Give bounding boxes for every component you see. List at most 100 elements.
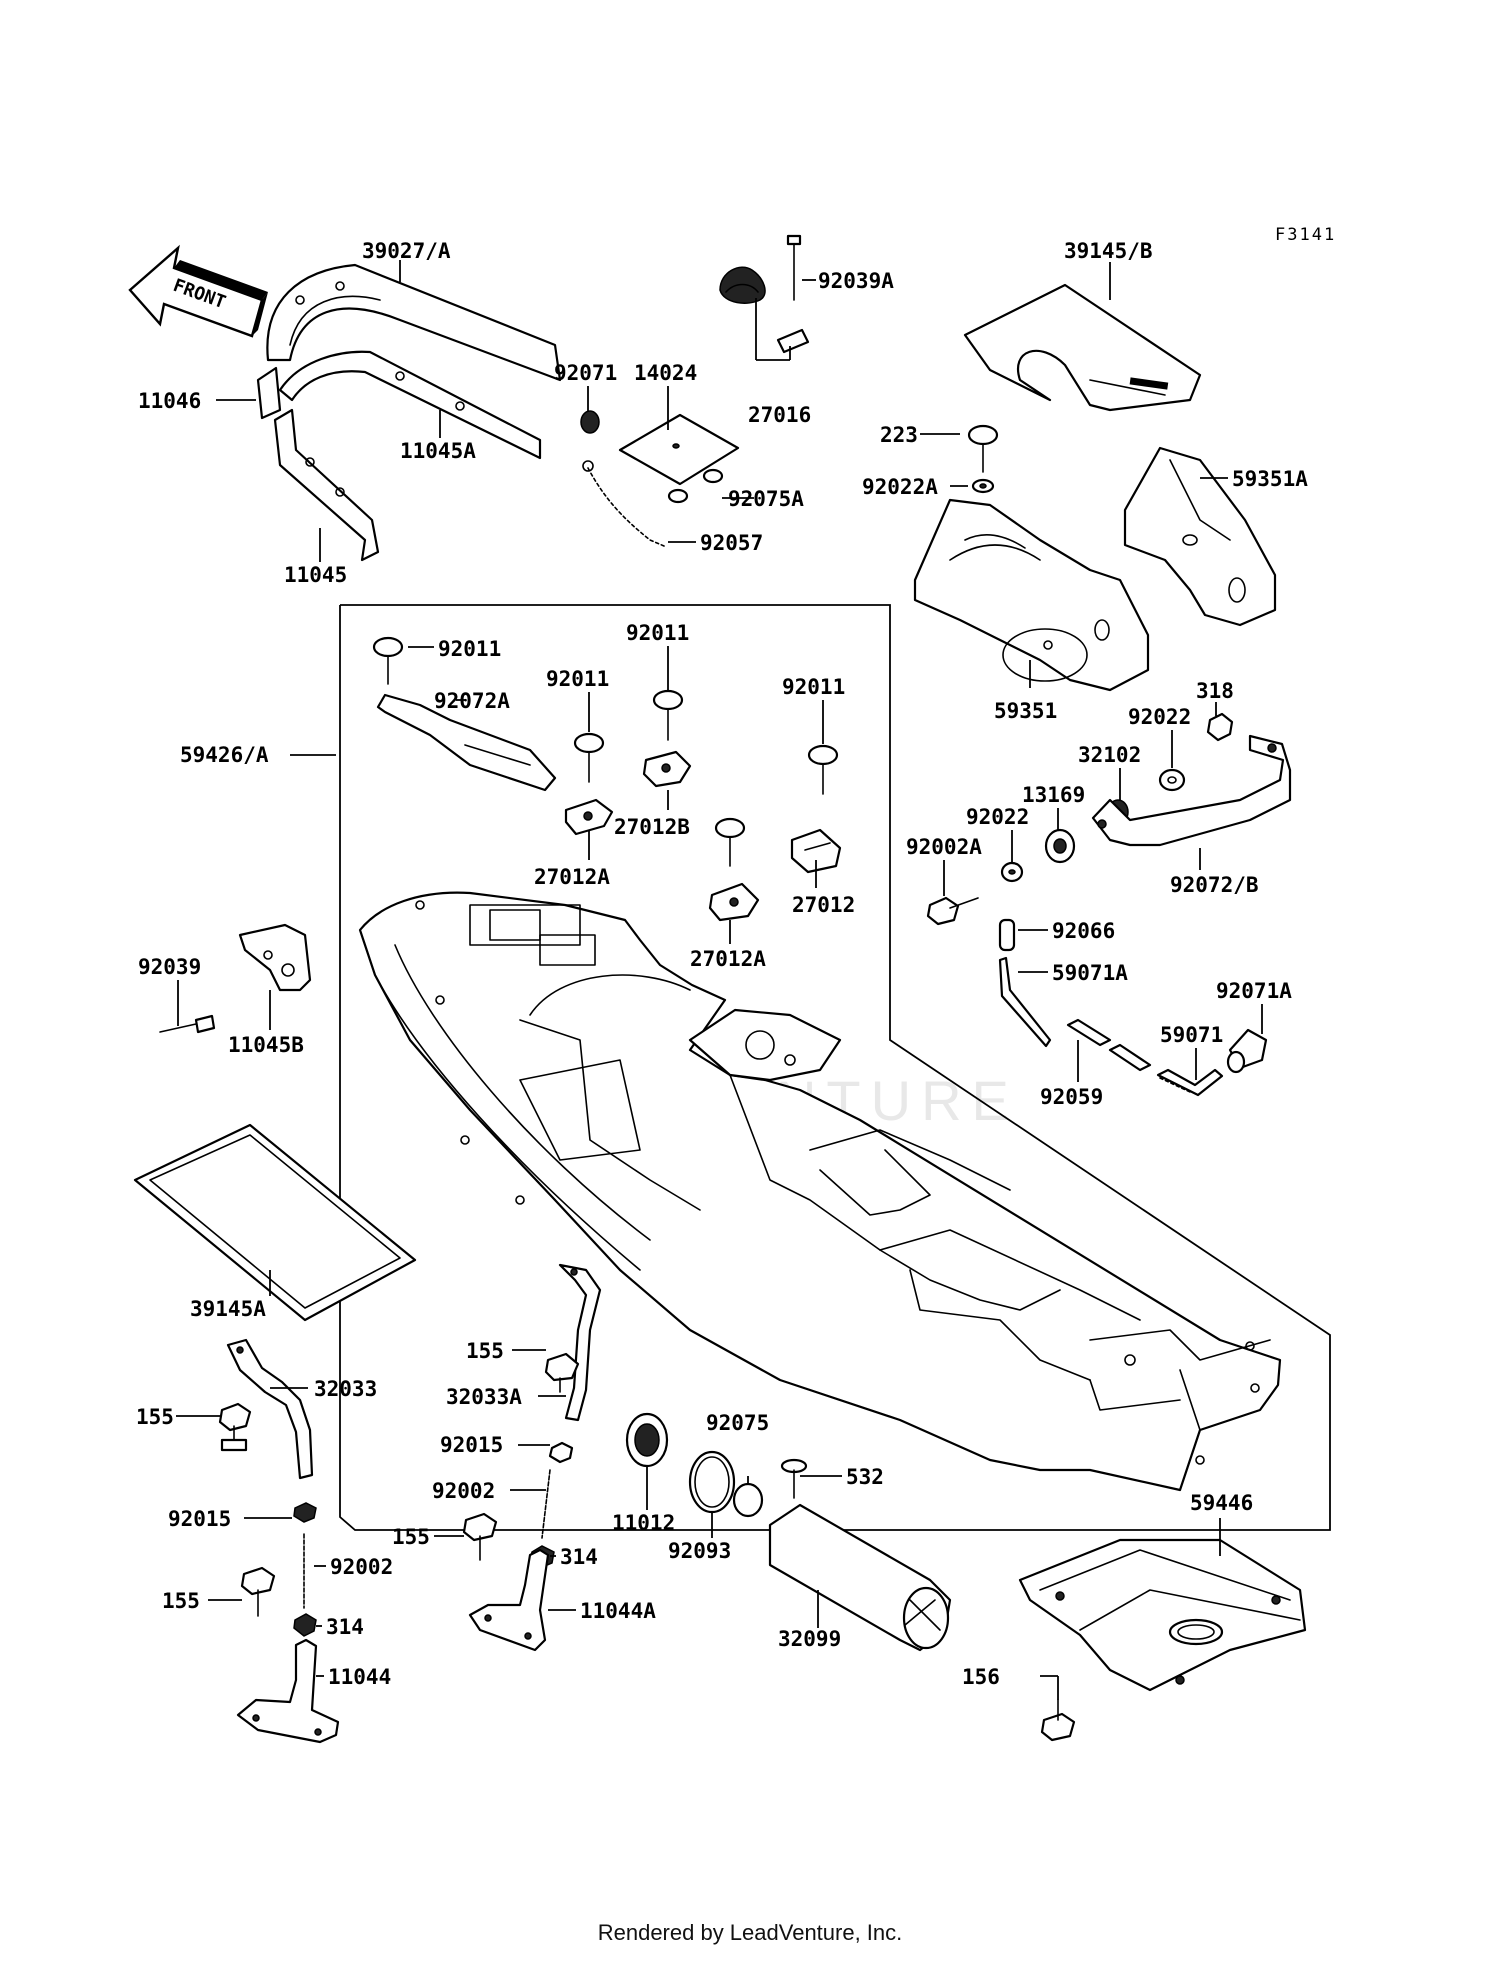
gasket-39145A [133,1123,417,1322]
label-32099: 32099 [778,1627,841,1651]
label-92071A: 92071A [1216,979,1292,1003]
assembly-outline-59426A [339,604,1331,1531]
washer-92022-2 [1000,861,1024,883]
front-arrow-icon: FRONT [128,244,268,338]
label-11045B: 11045B [228,1033,304,1057]
label-92002A: 92002A [906,835,982,859]
footer-credit: Rendered by LeadVenture, Inc. [597,1920,903,1945]
washer-92022-1 [1158,768,1186,792]
nut-314-2 [293,1613,317,1637]
bolt-92002A [926,896,979,926]
label-92039: 92039 [138,955,201,979]
rivet-532 [780,1458,808,1499]
label-92011-1: 92011 [438,637,501,661]
label-11012: 11012 [612,1511,675,1535]
label-155-4: 155 [162,1589,200,1613]
label-27012A-1: 27012A [534,865,610,889]
label-92015-1: 92015 [440,1433,503,1457]
label-155-3: 155 [392,1525,430,1549]
label-92072B: 92072/B [1170,873,1259,897]
leader-lines [176,260,1263,1700]
label-318: 318 [1196,679,1234,703]
label-59351A: 59351A [1232,467,1308,491]
fitting-92071A [1226,1028,1268,1074]
seat-rail-11045A [278,350,542,460]
cap-27016 [719,266,810,361]
label-92093: 92093 [668,1539,731,1563]
pin-92039 [159,1014,216,1034]
cap-92075 [732,1482,764,1518]
bolt-156 [1040,1699,1076,1742]
strap-92072B [1091,734,1292,847]
bolt-92011-1 [372,636,404,685]
label-14024: 14024 [634,361,697,385]
bracket-11044A [468,1548,550,1652]
bracket-11045B [238,923,312,992]
bracket-11044 [236,1638,340,1744]
label-27012A-2: 27012A [690,947,766,971]
hose-59071A [998,956,1052,1048]
label-39145A: 39145A [190,1297,266,1321]
figure-code: F3141 [1275,225,1336,245]
caps-92075A [667,468,724,504]
pin-92039A [786,234,802,301]
label-92075: 92075 [706,1411,769,1435]
label-39027A: 39027/A [362,239,451,263]
seat-rail-11045 [273,408,380,562]
deck-frame-59426A [358,891,1282,1492]
label-27012B: 27012B [614,815,690,839]
bolt-92011-4 [807,744,839,795]
bolt-155-2 [544,1352,580,1393]
label-92011-2: 92011 [546,667,609,691]
label-11045A: 11045A [400,439,476,463]
label-92066: 92066 [1052,919,1115,943]
nut-92015-2 [293,1502,317,1523]
fitting-11012 [625,1412,669,1468]
bracket-27012A [564,798,614,836]
cord-92057 [582,460,665,547]
pad-14024 [618,413,740,486]
label-155-1: 155 [136,1405,174,1429]
label-27016: 27016 [748,403,811,427]
band-92093 [688,1450,736,1514]
label-92039A: 92039A [818,269,894,293]
label-92022A: 92022A [862,475,938,499]
label-59446: 59446 [1190,1491,1253,1515]
label-92011-4: 92011 [782,675,845,699]
stud-92002-1 [541,1469,551,1539]
label-92002-2: 92002 [330,1555,393,1579]
pipe-32099 [768,1503,952,1652]
label-92071: 92071 [554,361,617,385]
label-92072A: 92072A [434,689,510,713]
label-223: 223 [880,423,918,447]
bracket-11046 [256,366,282,420]
bolt-155-1 [218,1402,252,1452]
grommet-92071 [580,410,600,434]
label-59351: 59351 [994,699,1057,723]
bolt-155-4 [240,1566,276,1617]
label-92002-1: 92002 [432,1479,495,1503]
tube-32033A [558,1263,602,1422]
bolt-92011-3 [652,689,684,741]
label-92059: 92059 [1040,1085,1103,1109]
bolt-92011-2 [573,732,605,783]
bolt-223 [967,424,999,473]
label-59426A: 59426/A [180,743,269,767]
label-11044A: 11044A [580,1599,656,1623]
label-92015-2: 92015 [168,1507,231,1531]
bracket-27012 [790,828,842,874]
nut-92015-1 [548,1441,574,1464]
pin-92066 [998,918,1016,952]
label-92075A: 92075A [728,487,804,511]
label-59071: 59071 [1160,1023,1223,1047]
label-39145B: 39145/B [1064,239,1153,263]
hose-92059 [1066,1018,1152,1072]
label-314-1: 314 [560,1545,598,1569]
washer-92022A [971,478,995,494]
label-156: 156 [962,1665,1000,1689]
plate-59446 [1018,1538,1307,1692]
bracket-27012B [642,750,692,788]
label-92057: 92057 [700,531,763,555]
label-11044: 11044 [328,1665,391,1689]
